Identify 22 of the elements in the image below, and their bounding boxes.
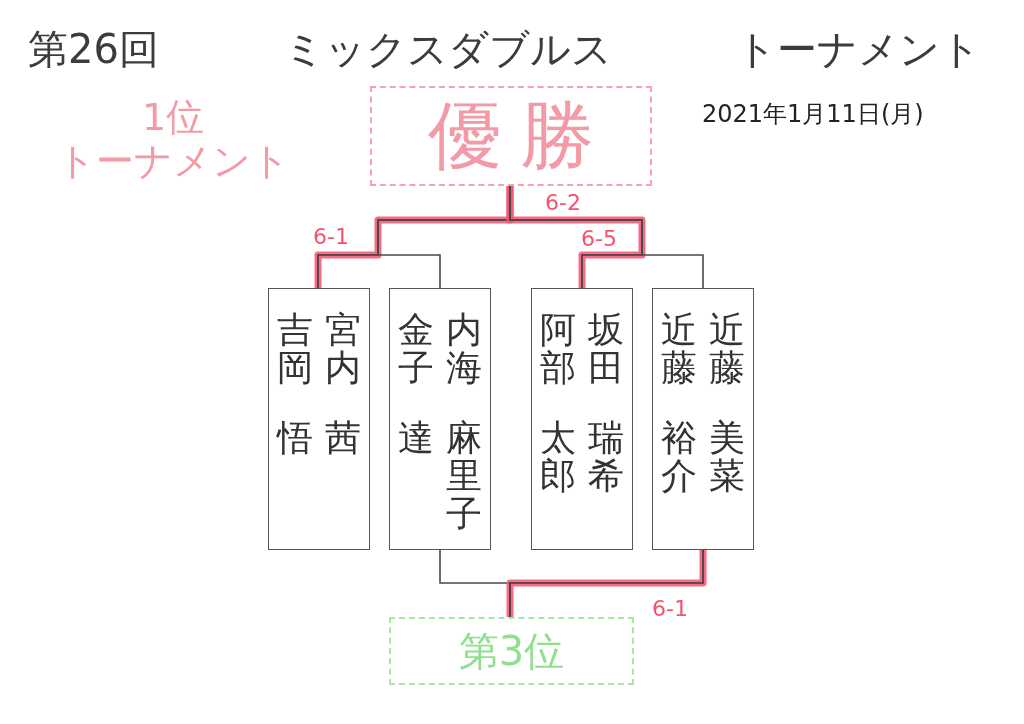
player-name: 内海麻里子	[446, 311, 482, 533]
page-title: 第26回 ミックスダブルス トーナメント	[28, 25, 982, 74]
player-name: 吉岡悟	[277, 311, 313, 457]
dashed-box	[389, 617, 634, 685]
date-text: 2021年1月11日(月)	[702, 99, 924, 130]
player-box	[389, 288, 491, 550]
bracket-line	[509, 185, 704, 289]
player-name: 坂田瑞希	[588, 311, 624, 495]
player-name: 近藤美菜	[709, 311, 745, 495]
bracket-line	[506, 549, 707, 618]
player-box	[268, 288, 370, 550]
player-name: 阿部太郎	[540, 311, 576, 495]
player-name: 近藤裕介	[661, 311, 697, 495]
bracket-heading: 1位トーナメント	[55, 96, 291, 184]
player-name: 宮内茜	[325, 311, 361, 457]
score-label: 6-5	[581, 226, 617, 251]
dashed-box	[370, 86, 652, 186]
box-label: 優勝	[427, 95, 612, 177]
player-box	[531, 288, 633, 550]
box-label: 第3位	[458, 629, 565, 673]
player-name: 金子達	[398, 311, 434, 457]
player-box	[652, 288, 754, 550]
